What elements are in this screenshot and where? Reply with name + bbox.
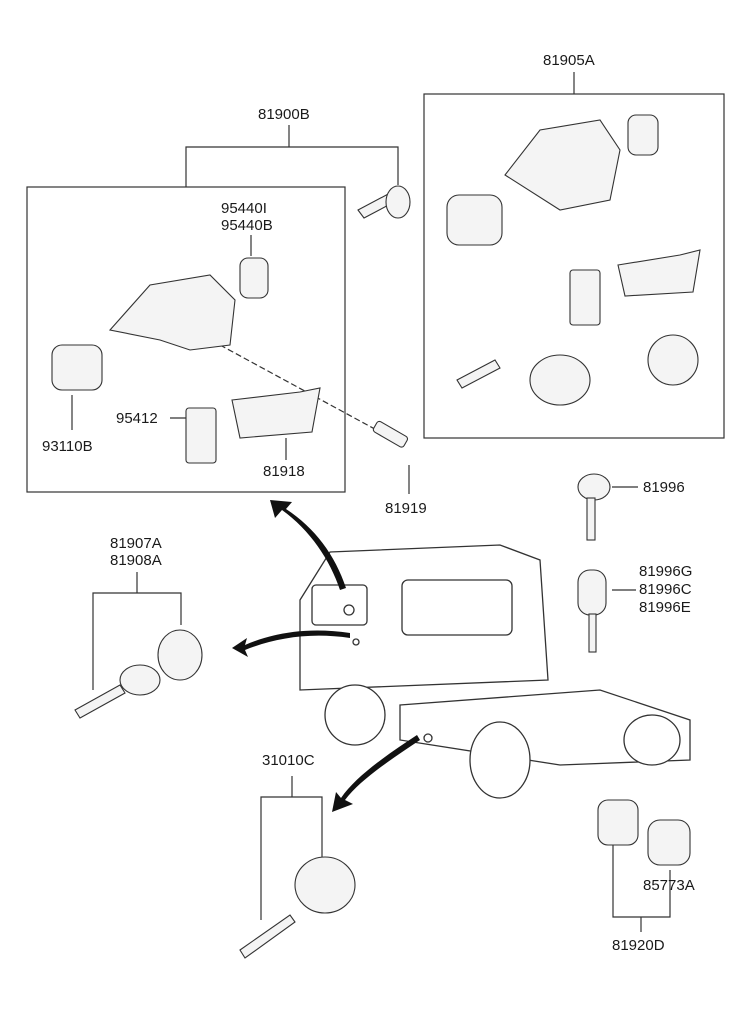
label-81996: 81996: [643, 479, 685, 496]
part-cylinder-81920D: [597, 799, 639, 846]
part-95440: [239, 257, 269, 299]
part-remote-key: [577, 569, 607, 616]
bracket-81900B: [185, 146, 399, 187]
label-85773A: 85773A: [643, 877, 695, 894]
part-door-lock-cylinder: [157, 629, 203, 681]
part-door-lock-81905A: [529, 354, 591, 406]
part-lock-body: [108, 274, 236, 351]
front-wheel: [324, 684, 386, 746]
part-cap-81905A: [627, 114, 659, 156]
door-lock-location: [352, 638, 360, 646]
label-81907A: 81907A: [110, 535, 162, 552]
label-81920D: 81920D: [612, 937, 665, 954]
part-lock-body-81905A: [504, 119, 621, 211]
part-lock-cylinder-81900B: [385, 185, 411, 219]
part-93110B: [51, 344, 103, 391]
label-81919: 81919: [385, 500, 427, 517]
part-keys-31010C: [239, 914, 296, 959]
arrow-to-door-lock: [232, 630, 350, 657]
label-81900B: 81900B: [258, 106, 310, 123]
part-95412-connector: [185, 407, 217, 464]
part-keys-81907A: [74, 684, 126, 719]
part-keys-81905A: [456, 359, 501, 389]
part-81919-bolt: [372, 420, 409, 448]
label-95440I: 95440I: [221, 200, 267, 217]
label-81996E: 81996E: [639, 599, 691, 616]
label-31010C: 31010C: [262, 752, 315, 769]
label-93110B: 93110B: [42, 438, 93, 455]
part-81918-clamp: [231, 387, 321, 439]
part-fuel-cap-81905A: [647, 334, 699, 386]
vehicle-door-window: [311, 584, 368, 626]
label-81918: 81918: [263, 463, 305, 480]
label-81996C: 81996C: [639, 581, 692, 598]
vehicle-illustration: [299, 544, 691, 799]
label-81996G: 81996G: [639, 563, 693, 580]
part-key-81996: [577, 473, 611, 501]
part-door-lock-body: [119, 664, 161, 696]
label-81905A: 81905A: [543, 52, 595, 69]
rear-wheel: [469, 721, 531, 799]
arrow-to-fuel-cap: [332, 735, 420, 812]
arrow-to-ignition: [270, 500, 346, 590]
part-fuel-cap: [294, 856, 356, 914]
label-95440B: 95440B: [221, 217, 273, 234]
assembly-box-81900B: [26, 186, 346, 493]
vehicle-window: [401, 579, 513, 636]
part-85773A: [647, 819, 691, 866]
part-clamp-81905A: [617, 249, 701, 297]
part-key-blade-81996: [586, 497, 596, 541]
fuel-cap-location: [423, 733, 433, 743]
ignition-location: [343, 604, 355, 616]
label-81908A: 81908A: [110, 552, 162, 569]
part-connector-81905A: [569, 269, 601, 326]
label-95412: 95412: [116, 410, 158, 427]
rear-wheel-2: [623, 714, 681, 766]
part-switch-81905A: [446, 194, 503, 246]
part-remote-key-blade: [588, 613, 597, 653]
